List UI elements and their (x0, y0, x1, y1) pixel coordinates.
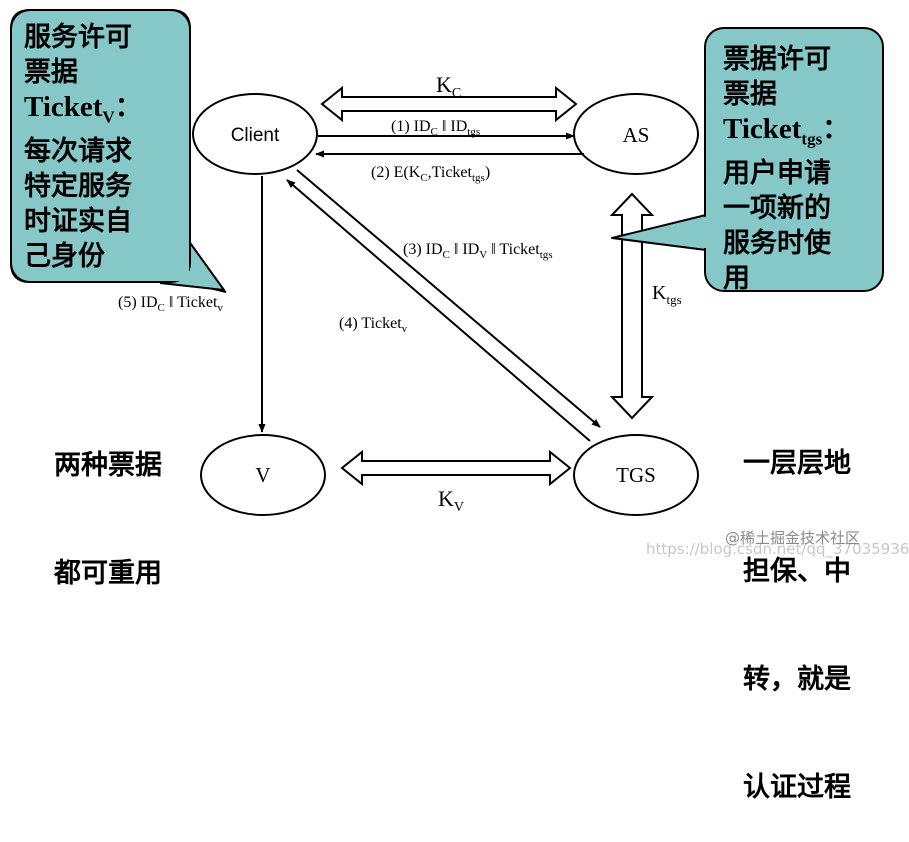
kv-double-arrow (340, 449, 572, 487)
ktgs-label: Ktgs (652, 282, 682, 307)
right-callout-line4: 用户申请 (723, 158, 831, 190)
client-node: Client (192, 93, 318, 175)
left-callout-line5: 特定服务 (24, 171, 132, 203)
kerberos-diagram: Client AS TGS V KC (1) IDC ‖ IDtgs (2) E… (10, 9, 909, 803)
left-callout-border (10, 9, 191, 283)
msg4-label: (4) Ticketv (339, 315, 408, 335)
msg3-arrow (296, 169, 601, 428)
client-label: Client (231, 125, 280, 146)
right-callout-line1: 票据许可 (723, 44, 831, 75)
right-callout-line7: 用 (723, 263, 750, 295)
msg3-label: (3) IDC ‖ IDV ‖ Tickettgs (403, 241, 553, 261)
as-label: AS (623, 123, 650, 147)
left-callout-fill (12, 11, 189, 281)
right-callout-pointer (611, 214, 707, 251)
layer-note: 一层层地 担保、中 转，就是 认证过程 (743, 374, 851, 842)
right-callout-ticket-line: Tickettgs： (723, 113, 850, 149)
left-callout-line4: 每次请求 (24, 136, 132, 168)
left-callout-text: 服务许可 票据 TicketV： 每次请求 特定服务 时证实自 己身份 (24, 20, 142, 274)
left-callout-line1: 服务许可 (24, 22, 132, 53)
right-callout-line6: 服务时使 (723, 228, 831, 260)
reuse-note: 两种票据 都可重用 (54, 376, 162, 628)
left-callout-line7: 己身份 (24, 241, 105, 273)
kv-label: KV (438, 486, 464, 515)
layer-note-line2: 担保、中 (743, 556, 851, 587)
kc-label: KC (436, 72, 461, 101)
reuse-note-line2: 都可重用 (54, 558, 162, 589)
left-callout-line2: 票据 (24, 57, 78, 88)
left-callout-joint (160, 239, 189, 281)
right-callout-line2: 票据 (723, 79, 777, 110)
kc-double-arrow (320, 85, 578, 123)
layer-note-line1: 一层层地 (743, 448, 851, 479)
v-label: V (255, 463, 270, 487)
diagram-canvas: Client AS TGS V KC (1) IDC ‖ IDtgs (2) E… (10, 9, 884, 516)
right-callout-line5: 一项新的 (723, 193, 831, 225)
url-watermark: https://blog.csdn.net/qq_37035936 (646, 540, 909, 558)
msg2-label: (2) E(KC,Tickettgs) (371, 164, 490, 184)
layer-note-line3: 转，就是 (743, 664, 851, 695)
reuse-note-line1: 两种票据 (54, 450, 162, 481)
msg1-label: (1) IDC ‖ IDtgs (391, 118, 480, 138)
tgs-label: TGS (616, 463, 656, 487)
right-callout-bubble (704, 27, 884, 292)
as-node: AS (573, 93, 699, 175)
site-watermark: @稀土掘金技术社区 (725, 529, 861, 547)
layer-note-line4: 认证过程 (743, 772, 851, 803)
v-node: V (200, 434, 326, 516)
right-callout-text: 票据许可 票据 Tickettgs： 用户申请 一项新的 服务时使 用 (723, 42, 849, 296)
left-callout-ticket-line: TicketV： (24, 91, 142, 127)
left-callout-line6: 时证实自 (24, 206, 132, 238)
right-callout-joint (703, 217, 708, 248)
ktgs-double-arrow (609, 192, 655, 420)
msg5-label: (5) IDC ‖ Ticketv (118, 294, 223, 314)
tgs-node: TGS (573, 434, 699, 516)
msg4-arrow (286, 179, 591, 442)
